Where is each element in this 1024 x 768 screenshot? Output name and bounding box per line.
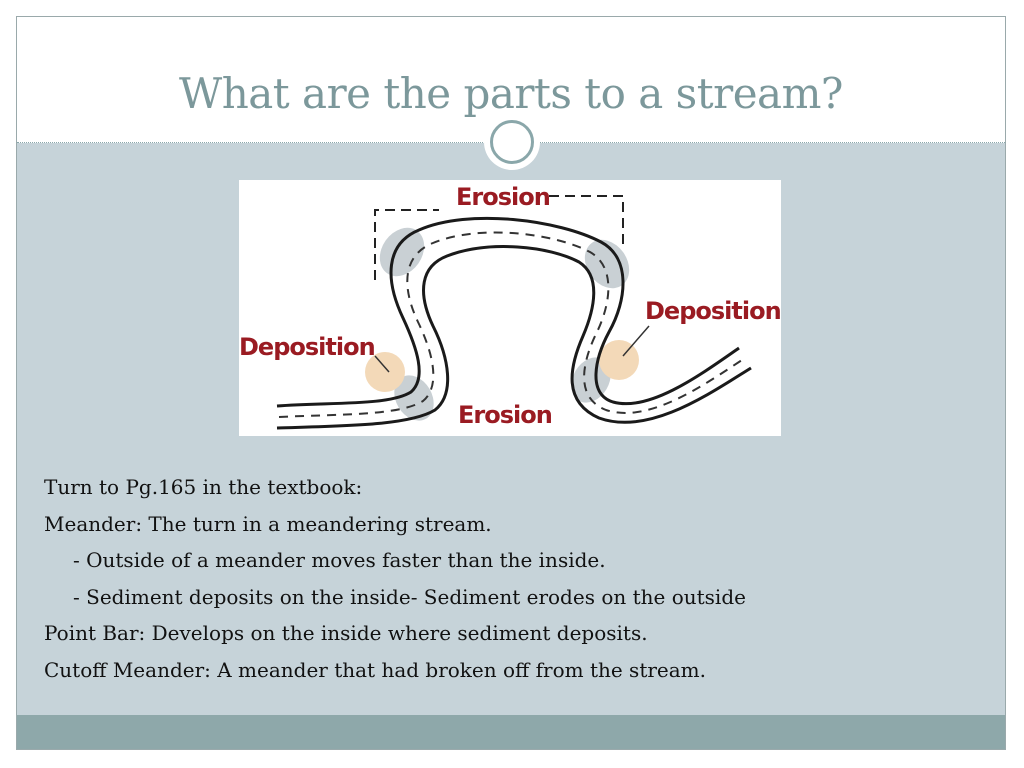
body-line-outside-faster: - Outside of a meander moves faster than… bbox=[73, 548, 606, 572]
meander-diagram: Erosion Deposition Deposition Erosion bbox=[239, 180, 781, 436]
stream-centerline-dashed bbox=[278, 231, 746, 418]
label-erosion-bottom: Erosion bbox=[458, 401, 552, 429]
erosion-zone-top-right bbox=[584, 239, 630, 289]
meander-diagram-svg: Erosion Deposition Deposition Erosion bbox=[239, 183, 781, 430]
meander-outline-dashed bbox=[374, 195, 624, 280]
body-line-textbook-ref: Turn to Pg.165 in the textbook: bbox=[44, 475, 363, 499]
deposition-zone-left bbox=[365, 352, 405, 392]
body-line-point-bar: Point Bar: Develops on the inside where … bbox=[44, 621, 648, 645]
label-deposition-right: Deposition bbox=[645, 297, 781, 325]
label-deposition-left: Deposition bbox=[239, 333, 375, 361]
slide-body-text: Turn to Pg.165 in the textbook: Meander:… bbox=[44, 469, 984, 688]
stream-inner-bank bbox=[276, 245, 752, 430]
body-line-meander-def: Meander: The turn in a meandering stream… bbox=[44, 511, 492, 536]
stream-outer-bank bbox=[276, 216, 740, 408]
circle-ornament-icon bbox=[484, 114, 540, 170]
body-line-sediment: - Sediment deposits on the inside- Sedim… bbox=[73, 584, 746, 609]
ornament-ring bbox=[490, 120, 534, 164]
label-erosion-top: Erosion bbox=[456, 183, 550, 211]
deposition-zone-right bbox=[599, 340, 639, 380]
pointer-deposition-left bbox=[374, 355, 390, 373]
slide-title: What are the parts to a stream? bbox=[179, 69, 843, 118]
footer-band bbox=[17, 715, 1005, 749]
body-line-cutoff-meander: Cutoff Meander: A meander that had broke… bbox=[44, 657, 706, 682]
pointer-deposition-right bbox=[622, 325, 650, 357]
erosion-zone-bottom-left bbox=[394, 375, 434, 421]
